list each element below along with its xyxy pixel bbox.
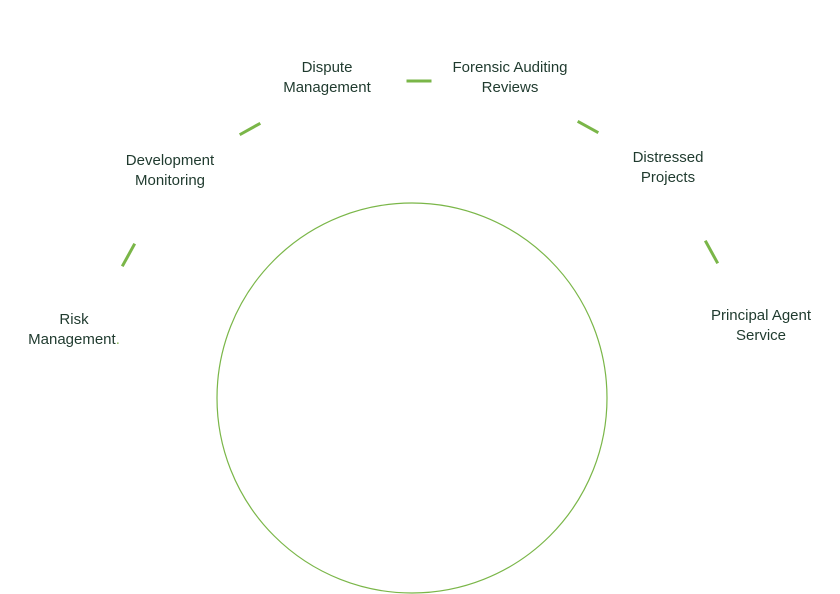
service-label-line1: Development xyxy=(125,152,215,169)
service-principal-agent-service[interactable]: Principal Agent Service xyxy=(711,306,811,346)
center-circle xyxy=(216,202,608,594)
service-label-line1: Forensic Auditing xyxy=(452,59,568,76)
service-forensic-auditing-reviews[interactable]: Forensic Auditing Reviews xyxy=(452,58,567,98)
service-dispute-management[interactable]: Dispute Management xyxy=(283,58,371,98)
service-label-line1: Distressed xyxy=(632,149,704,166)
service-distressed-projects[interactable]: Distressed Projects xyxy=(633,148,704,188)
connector-dash-2 xyxy=(238,121,262,137)
service-label-line1: Dispute xyxy=(301,59,353,76)
service-label-line2: Management xyxy=(283,79,371,96)
trailing-dot: . xyxy=(115,331,120,348)
service-label-line1: Principal Agent xyxy=(710,307,812,324)
service-label-line2: Projects xyxy=(640,169,696,186)
service-label-line2: Service xyxy=(735,327,787,344)
service-label-line2: Management. xyxy=(28,331,120,348)
connector-dash-1 xyxy=(120,242,137,268)
connector-dash-5 xyxy=(703,239,720,265)
service-development-monitoring[interactable]: Development Monitoring xyxy=(126,151,214,191)
service-label-line2: Reviews xyxy=(481,79,539,96)
connector-dash-4 xyxy=(576,119,600,135)
service-label-line2: Monitoring xyxy=(134,172,206,189)
service-label-line1: Risk xyxy=(59,311,89,328)
service-risk-management[interactable]: Risk Management. xyxy=(28,310,120,350)
